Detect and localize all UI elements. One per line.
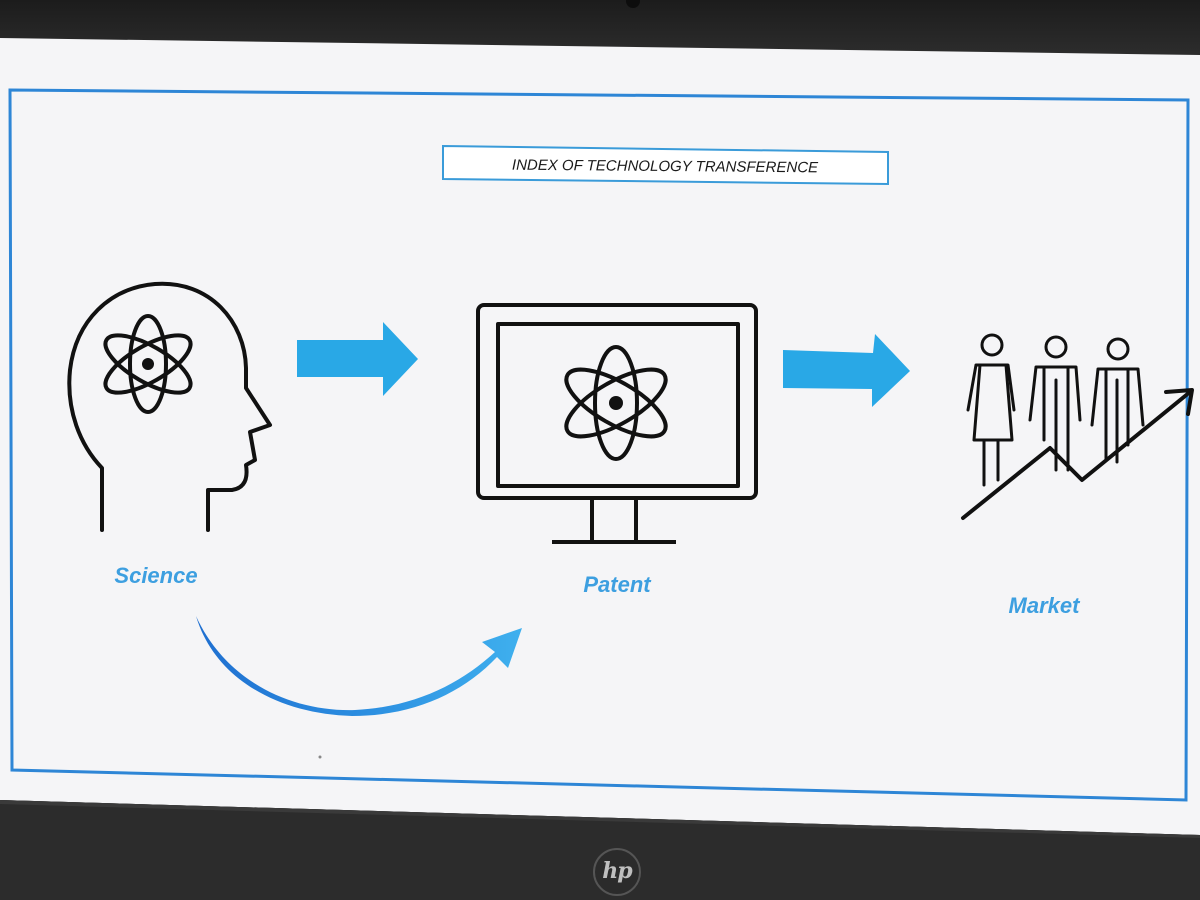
hp-logo-icon: hp [593, 848, 641, 896]
webcam-icon [626, 0, 640, 8]
